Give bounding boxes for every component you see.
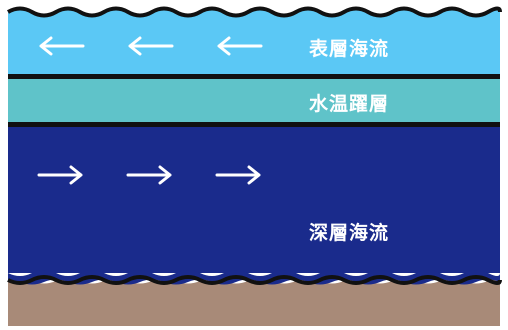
- arrow-left-icon: [126, 36, 174, 56]
- deep-current-label: 深層海流: [309, 222, 390, 244]
- thermocline-layer: [8, 78, 500, 123]
- arrow-right-icon: [37, 165, 85, 185]
- surface-current-label: 表層海流: [309, 38, 390, 60]
- surface-current-layer: [8, 8, 500, 75]
- deep-layer-bottom-edge: [8, 270, 500, 285]
- sea-surface-wave-line: [6, 6, 502, 18]
- seabed: [8, 278, 500, 326]
- thermocline-label: 水温躍層: [309, 93, 390, 115]
- seabed-wave-line: [7, 275, 502, 285]
- deep-current-layer: [8, 125, 500, 273]
- arrow-right-icon: [126, 165, 174, 185]
- surface-thermocline-divider: [8, 74, 500, 79]
- thermocline-deep-divider: [8, 122, 500, 127]
- arrow-left-icon: [215, 36, 263, 56]
- arrow-right-icon: [215, 165, 263, 185]
- arrow-left-icon: [37, 36, 85, 56]
